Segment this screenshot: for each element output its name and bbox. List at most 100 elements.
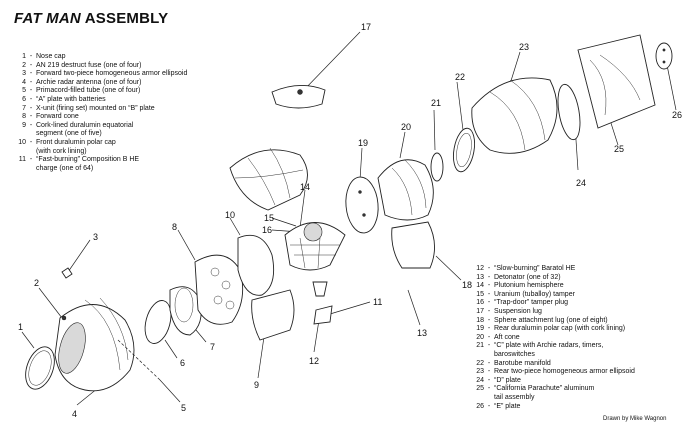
callout-25: 25 — [614, 144, 624, 154]
legend-number: 9 — [22, 121, 26, 129]
legend-number: 11 — [18, 156, 26, 164]
callout-21: 21 — [431, 98, 441, 108]
legend-number: 12 — [476, 265, 484, 272]
legend-item: baroswitches — [470, 351, 635, 360]
legend-item: 12-“Slow-burning” Baratol HE — [470, 265, 635, 274]
legend-number: 5 — [22, 87, 26, 95]
part-rear-armor-ellipsoid — [471, 77, 558, 154]
callout-12: 12 — [309, 356, 319, 366]
part-front-polar-cap — [237, 234, 275, 296]
callout-10: 10 — [225, 210, 235, 220]
legend-text: Rear duralumin polar cap (with cork lini… — [494, 325, 626, 333]
part-attachment-segment — [391, 221, 435, 269]
callout-13: 13 — [417, 328, 427, 338]
legend-number: 21 — [476, 342, 484, 350]
callout-26: 26 — [672, 110, 682, 120]
legend-item: 7-X-unit (firing set) mounted on “B” pla… — [14, 105, 187, 114]
part-radar-antenna — [61, 267, 73, 279]
part-tail-assembly — [577, 34, 656, 129]
legend-text: Forward two-piece homogeneous armor elli… — [36, 70, 188, 78]
legend-item: 23-Rear two-piece homogeneous armor elli… — [470, 368, 635, 377]
legend-number: 25 — [476, 385, 484, 393]
legend-number: 2 — [22, 61, 26, 69]
legend-item: 11-“Fast-burning” Composition B HE — [14, 156, 187, 165]
legend-text: “California Parachute” aluminum — [494, 385, 595, 393]
callout-4: 4 — [72, 409, 77, 419]
legend-number: 1 — [22, 53, 26, 60]
legend-item: 10-Front duralumin polar cap — [14, 139, 187, 148]
legend-number: 26 — [476, 402, 484, 410]
legend-item: 9-Cork-lined duralumin equatorial — [14, 122, 187, 131]
part-x-unit-b-plate — [169, 286, 202, 336]
legend-text: baroswitches — [494, 350, 535, 358]
legend-text: Cork-lined duralumin equatorial — [36, 121, 134, 129]
legend-item: 17-Suspension lug — [470, 308, 635, 317]
legend-text: Nose cap — [36, 53, 66, 60]
legend-number: 23 — [476, 368, 484, 376]
callout-24: 24 — [576, 178, 586, 188]
diagram-title: FAT MAN ASSEMBLY — [14, 10, 168, 27]
legend-text: “D” plate — [494, 376, 521, 384]
legend-text: X-unit (firing set) mounted on “B” plate — [36, 104, 155, 112]
legend-text: tail assembly — [494, 393, 535, 401]
legend-item: 6-“A” plate with batteries — [14, 96, 187, 105]
legend-item: 14-Plutonium hemisphere — [470, 282, 635, 291]
legend-text: Sphere attachment lug (one of eight) — [494, 316, 608, 324]
callout-6: 6 — [180, 358, 185, 368]
legend-text: Primacord-filled tube (one of four) — [36, 87, 141, 95]
legend-number: 6 — [22, 95, 26, 103]
legend-text: segment (one of five) — [36, 130, 102, 138]
legend-item: 24-“D” plate — [470, 377, 635, 386]
part-forward-armor-ellipsoid — [54, 297, 135, 392]
legend-number: 3 — [22, 70, 26, 78]
part-a-plate — [144, 300, 172, 344]
callout-5: 5 — [181, 403, 186, 413]
legend-item: segment (one of five) — [14, 130, 187, 139]
legend-text: “E” plate — [494, 402, 521, 410]
part-forward-cone — [194, 254, 244, 325]
legend-item: 21-“C” plate with Archie radars, timers, — [470, 342, 635, 351]
part-fast-he-charge — [312, 281, 333, 325]
legend-item: 20-Aft cone — [470, 334, 635, 343]
callout-22: 22 — [455, 72, 465, 82]
legend-text: Front duralumin polar cap — [36, 138, 116, 146]
callout-15: 15 — [264, 213, 274, 223]
legend-text: “C” plate with Archie radars, timers, — [494, 342, 604, 350]
callout-14: 14 — [300, 182, 310, 192]
callout-2: 2 — [34, 278, 39, 288]
legend-text: Plutonium hemisphere — [494, 282, 564, 290]
legend-number: 20 — [476, 333, 484, 341]
legend-item: 25-“California Parachute” aluminum — [470, 385, 635, 394]
title-rest: ASSEMBLY — [80, 10, 169, 27]
title-italic: FAT MAN — [14, 10, 81, 27]
legend-text: “Slow-burning” Baratol HE — [494, 265, 576, 272]
legend-text: AN 219 destruct fuse (one of four) — [36, 61, 142, 69]
legend-item: 1-Nose cap — [14, 53, 187, 62]
part-c-plate — [430, 152, 444, 182]
part-rear-polar-cap — [345, 176, 379, 234]
legend-text: “Trap-door” tamper plug — [494, 299, 569, 307]
part-lens-dome — [229, 147, 308, 211]
legend-item: tail assembly — [470, 394, 635, 403]
legend-number: 19 — [476, 325, 484, 333]
part-nose-cap — [25, 346, 55, 390]
legend-text: Uranium (tuballoy) tamper — [494, 290, 575, 298]
legend-number: 22 — [476, 359, 484, 367]
callout-8: 8 — [172, 222, 177, 232]
callout-20: 20 — [401, 122, 411, 132]
callout-7: 7 — [210, 342, 215, 352]
legend-item: 22-Barotube manifold — [470, 360, 635, 369]
callout-9: 9 — [254, 380, 259, 390]
legend-item: 2-AN 219 destruct fuse (one of four) — [14, 62, 187, 71]
legend-text: Forward cone — [36, 113, 79, 121]
legend-text: (with cork lining) — [36, 147, 87, 155]
legend-item: charge (one of 64) — [14, 165, 187, 174]
legend-number: 24 — [476, 376, 484, 384]
legend-number: 4 — [22, 78, 26, 86]
legend-item: 18-Sphere attachment lug (one of eight) — [470, 317, 635, 326]
legend-item: (with cork lining) — [14, 148, 187, 157]
legend-text: “A” plate with batteries — [36, 95, 106, 103]
legend-item: 19-Rear duralumin polar cap (with cork l… — [470, 325, 635, 334]
